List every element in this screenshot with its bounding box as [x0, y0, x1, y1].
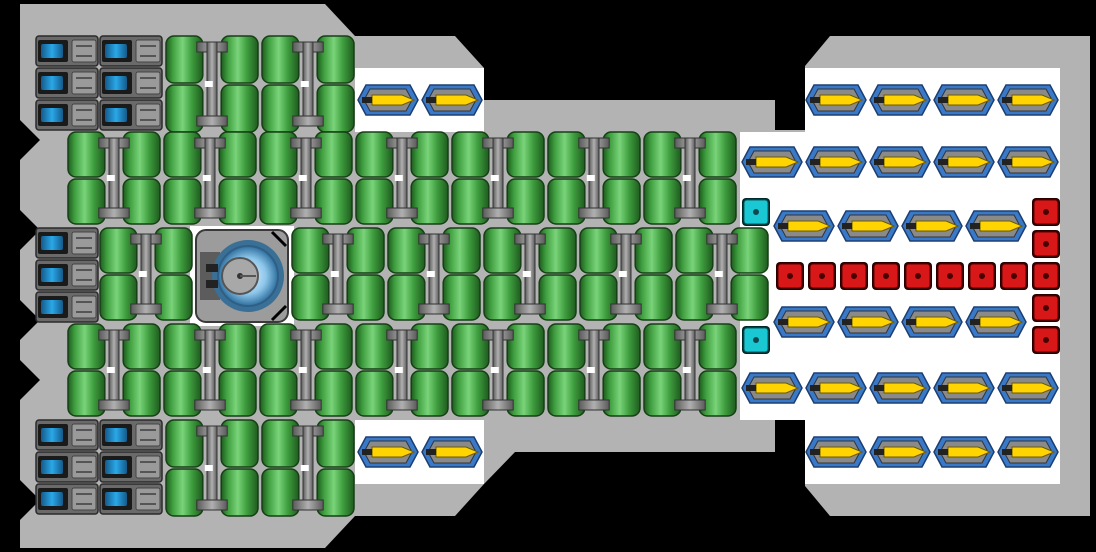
thruster-icon[interactable]: [997, 372, 1059, 404]
explosive-module-icon[interactable]: [1032, 230, 1060, 258]
thruster-icon[interactable]: [837, 306, 899, 338]
thruster-icon[interactable]: [965, 210, 1027, 242]
armor-block-icon[interactable]: [163, 323, 257, 417]
thruster-icon[interactable]: [741, 146, 803, 178]
armor-block-icon[interactable]: [643, 323, 737, 417]
armor-block-icon[interactable]: [259, 323, 353, 417]
explosive-module-icon[interactable]: [872, 262, 900, 290]
thruster-icon[interactable]: [933, 84, 995, 116]
armor-block-icon[interactable]: [261, 419, 355, 517]
thruster-icon[interactable]: [997, 436, 1059, 468]
battery-icon[interactable]: [35, 419, 99, 451]
battery-icon[interactable]: [99, 67, 163, 99]
thruster-icon[interactable]: [997, 146, 1059, 178]
thruster-icon[interactable]: [933, 146, 995, 178]
thruster-icon[interactable]: [805, 372, 867, 404]
thruster-icon[interactable]: [421, 436, 483, 468]
battery-icon[interactable]: [35, 67, 99, 99]
explosive-module-icon[interactable]: [840, 262, 868, 290]
battery-layer: [35, 35, 163, 515]
explosive-module-icon[interactable]: [808, 262, 836, 290]
battery-icon[interactable]: [35, 259, 99, 291]
explosive-module-icon[interactable]: [1032, 294, 1060, 322]
armor-block-icon[interactable]: [291, 227, 385, 321]
thruster-icon[interactable]: [965, 306, 1027, 338]
thruster-icon[interactable]: [997, 84, 1059, 116]
thruster-icon[interactable]: [837, 210, 899, 242]
armor-block-icon[interactable]: [643, 131, 737, 225]
explosive-module-icon[interactable]: [936, 262, 964, 290]
thruster-icon[interactable]: [901, 306, 963, 338]
armor-block-icon[interactable]: [355, 323, 449, 417]
battery-icon[interactable]: [99, 99, 163, 131]
armor-block-icon[interactable]: [355, 131, 449, 225]
reactor-core-icon[interactable]: [195, 229, 289, 323]
armor-layer: [67, 35, 769, 517]
explosive-module-icon[interactable]: [1032, 326, 1060, 354]
thruster-icon[interactable]: [773, 306, 835, 338]
thruster-icon[interactable]: [357, 84, 419, 116]
armor-block-icon[interactable]: [451, 323, 545, 417]
armor-block-icon[interactable]: [579, 227, 673, 321]
armor-block-icon[interactable]: [67, 131, 161, 225]
thruster-icon[interactable]: [933, 372, 995, 404]
armor-block-icon[interactable]: [163, 131, 257, 225]
battery-icon[interactable]: [35, 483, 99, 515]
explosive-module-icon[interactable]: [1032, 198, 1060, 226]
explosive-module-icon[interactable]: [1000, 262, 1028, 290]
battery-icon[interactable]: [99, 483, 163, 515]
battery-icon[interactable]: [35, 227, 99, 259]
thruster-icon[interactable]: [805, 436, 867, 468]
armor-block-icon[interactable]: [165, 35, 259, 133]
thruster-icon[interactable]: [869, 372, 931, 404]
armor-block-icon[interactable]: [99, 227, 193, 321]
thruster-icon[interactable]: [421, 84, 483, 116]
thruster-icon[interactable]: [869, 84, 931, 116]
armor-block-icon[interactable]: [387, 227, 481, 321]
battery-icon[interactable]: [35, 291, 99, 323]
core-selection-brackets: [270, 230, 288, 322]
thruster-icon[interactable]: [773, 210, 835, 242]
thruster-icon[interactable]: [805, 146, 867, 178]
armor-block-icon[interactable]: [259, 131, 353, 225]
explosive-module-icon[interactable]: [1032, 262, 1060, 290]
battery-icon[interactable]: [99, 35, 163, 67]
sensor-module-icon[interactable]: [742, 198, 770, 226]
thruster-icon[interactable]: [805, 84, 867, 116]
thruster-icon[interactable]: [869, 436, 931, 468]
armor-block-icon[interactable]: [451, 131, 545, 225]
battery-icon[interactable]: [99, 451, 163, 483]
armor-block-icon[interactable]: [165, 419, 259, 517]
sensor-module-icon[interactable]: [742, 326, 770, 354]
explosive-module-icon[interactable]: [904, 262, 932, 290]
thruster-icon[interactable]: [933, 436, 995, 468]
explosive-module-icon[interactable]: [776, 262, 804, 290]
thruster-icon[interactable]: [357, 436, 419, 468]
armor-block-icon[interactable]: [675, 227, 769, 321]
battery-icon[interactable]: [35, 99, 99, 131]
module-layer: [742, 198, 1060, 354]
armor-block-icon[interactable]: [261, 35, 355, 133]
thruster-layer: [357, 84, 1059, 468]
thruster-icon[interactable]: [869, 146, 931, 178]
armor-block-icon[interactable]: [67, 323, 161, 417]
battery-icon[interactable]: [35, 35, 99, 67]
armor-block-icon[interactable]: [547, 131, 641, 225]
battery-icon[interactable]: [99, 419, 163, 451]
thruster-icon[interactable]: [741, 372, 803, 404]
thruster-icon[interactable]: [901, 210, 963, 242]
armor-block-icon[interactable]: [483, 227, 577, 321]
battery-icon[interactable]: [35, 451, 99, 483]
armor-block-icon[interactable]: [547, 323, 641, 417]
explosive-module-icon[interactable]: [968, 262, 996, 290]
